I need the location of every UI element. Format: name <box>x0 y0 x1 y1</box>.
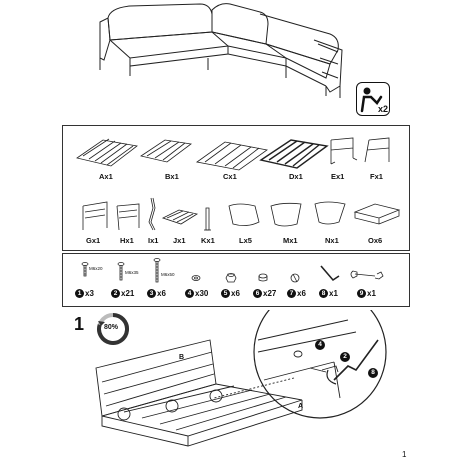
progress-indicator: 80% <box>96 312 130 346</box>
part-m-icon <box>270 202 302 227</box>
part-c-icon <box>196 141 268 171</box>
bolt-3-icon <box>153 258 161 283</box>
part-n-icon <box>314 201 346 225</box>
part-g-label: Gx1 <box>86 236 101 245</box>
callout-bolt: 2 <box>340 352 350 362</box>
part-c-label: Cx1 <box>223 172 237 181</box>
part-d-label: Dx1 <box>289 172 303 181</box>
cover-cap-icon <box>258 273 268 282</box>
part-h-label: Hx1 <box>120 236 134 245</box>
callout-washer: 4 <box>315 340 325 350</box>
part-d-icon <box>259 139 329 169</box>
part-e-icon <box>330 137 358 165</box>
bolt-2-spec: M6x35 <box>125 270 139 275</box>
part-o-label: Ox6 <box>368 236 383 245</box>
spanner-icon <box>350 270 384 280</box>
callout-allen-key: 8 <box>368 368 378 378</box>
allen-key-icon <box>320 265 340 282</box>
step-1-drawing: B A 4 2 8 <box>88 310 388 460</box>
part-h-icon <box>116 203 140 231</box>
bolt-1-icon <box>81 262 89 277</box>
washer-icon <box>191 275 201 281</box>
two-person-assembly-icon: x2 <box>356 82 390 116</box>
sofa-illustration <box>90 0 350 100</box>
part-e-label: Ex1 <box>331 172 345 181</box>
part-a-label: Ax1 <box>99 172 113 181</box>
part-i-label: Ix1 <box>148 236 159 245</box>
page-number: 1 <box>402 450 407 459</box>
parts-list-box: Ax1 Bx1 Cx1 Dx1 Ex1 Fx1 Gx1 Hx1 Ix1 Jx1 … <box>62 125 410 251</box>
part-b-icon <box>140 139 193 163</box>
part-b-marker: B <box>179 354 185 361</box>
part-b-label: Bx1 <box>165 172 179 181</box>
part-i-icon <box>148 197 156 231</box>
part-g-icon <box>82 201 108 230</box>
part-o-icon <box>353 203 401 225</box>
part-k-label: Kx1 <box>201 236 215 245</box>
part-j-label: Jx1 <box>173 236 186 245</box>
part-l-label: Lx5 <box>239 236 252 245</box>
cap-nut-icon <box>225 273 237 283</box>
step-number: 1 <box>74 314 85 334</box>
part-l-icon <box>228 203 260 226</box>
part-j-icon <box>161 209 199 225</box>
part-a-marker: A <box>298 403 304 410</box>
bolt-2-icon <box>117 262 125 281</box>
part-f-icon <box>364 137 390 163</box>
part-k-icon <box>204 207 211 231</box>
two-person-label: x2 <box>377 104 388 114</box>
bolt-1-spec: M6x20 <box>89 266 103 271</box>
progress-label: 80% <box>104 324 119 331</box>
part-n-label: Nx1 <box>325 236 339 245</box>
part-a-icon <box>76 138 138 167</box>
bolt-3-spec: M6x50 <box>161 272 175 277</box>
part-f-label: Fx1 <box>370 172 383 181</box>
spring-washer-icon <box>290 273 300 283</box>
part-m-label: Mx1 <box>283 236 298 245</box>
